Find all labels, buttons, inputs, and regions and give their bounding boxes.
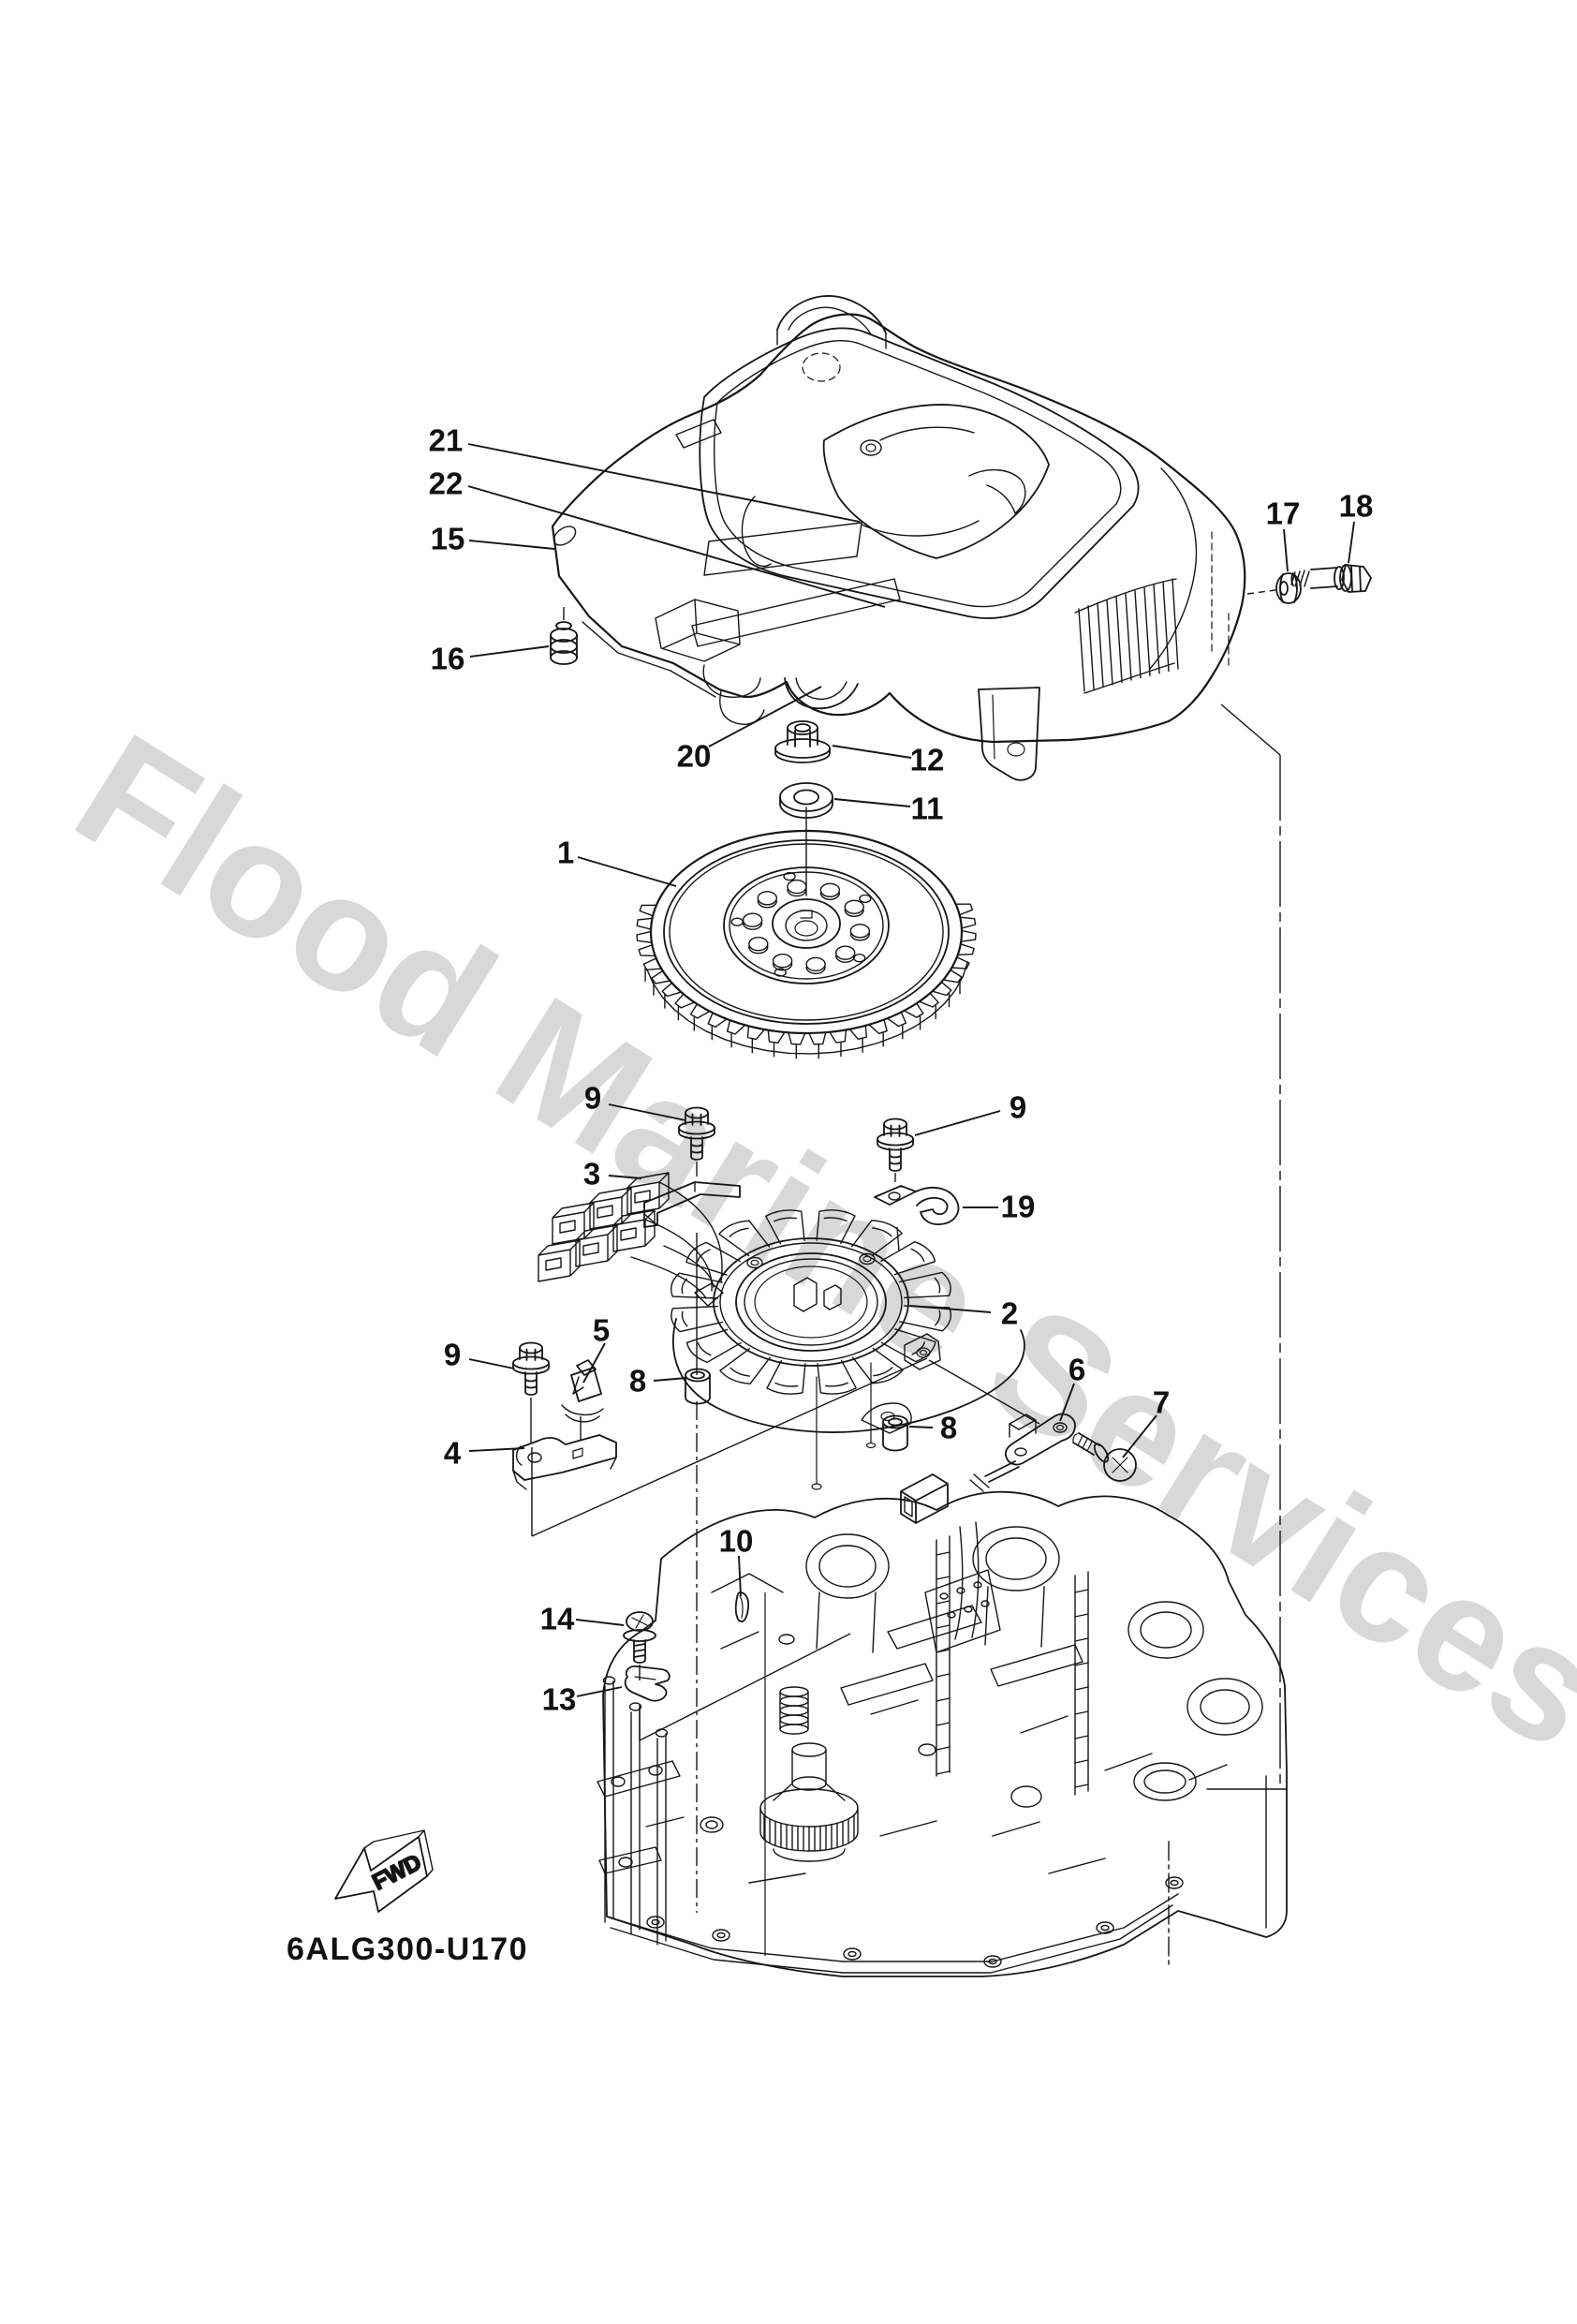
clamp-part-19 bbox=[874, 1185, 960, 1225]
flange-nut-part-12 bbox=[774, 720, 831, 763]
cover-vent-slots bbox=[1078, 578, 1179, 692]
block-studs bbox=[602, 1676, 669, 1946]
flywheel-rotor-drawing bbox=[636, 807, 977, 1059]
leader-line-4 bbox=[468, 1447, 525, 1452]
leader-line-18 bbox=[1348, 521, 1355, 564]
leader-line-11 bbox=[833, 798, 911, 807]
leader-line-9 bbox=[468, 1358, 515, 1369]
leader-line-5 bbox=[582, 1342, 606, 1384]
callout-17: 17 bbox=[1266, 496, 1301, 531]
screw-part-7 bbox=[1072, 1432, 1137, 1482]
clamp-part-13 bbox=[624, 1665, 671, 1702]
stator-coil-segments bbox=[671, 1209, 951, 1395]
construction-lines bbox=[530, 589, 1281, 1956]
callout-3: 3 bbox=[583, 1157, 600, 1192]
leader-line-21 bbox=[467, 443, 861, 523]
leader-line-13 bbox=[576, 1686, 623, 1697]
callout-12: 12 bbox=[910, 743, 945, 777]
bracket-part-4 bbox=[512, 1434, 617, 1490]
bolt-part-9-left bbox=[512, 1341, 550, 1396]
leader-line-20 bbox=[708, 686, 822, 748]
callout-20: 20 bbox=[677, 739, 712, 774]
gear-teeth-hatch bbox=[763, 1814, 855, 1852]
leader-line-9 bbox=[914, 1110, 1001, 1136]
grommet-part-16 bbox=[550, 621, 578, 665]
leader-line-2 bbox=[909, 1305, 992, 1313]
harness-connector-blocks bbox=[538, 1172, 670, 1282]
callout-22: 22 bbox=[429, 466, 464, 501]
leader-line-16 bbox=[469, 645, 550, 658]
callout-10: 10 bbox=[719, 1524, 754, 1559]
callout-8: 8 bbox=[629, 1364, 646, 1399]
leader-line-14 bbox=[575, 1619, 625, 1626]
screw-part-14 bbox=[623, 1611, 656, 1664]
clamp-part-5 bbox=[561, 1359, 604, 1423]
grommet-part-17 bbox=[1275, 572, 1302, 604]
diagram-code: 6ALG300-U170 bbox=[287, 1932, 528, 1967]
callout-9: 9 bbox=[584, 1081, 601, 1116]
leader-line-8 bbox=[908, 1426, 934, 1428]
leader-line-12 bbox=[832, 745, 912, 759]
callout-5: 5 bbox=[593, 1313, 610, 1348]
leader-line-9 bbox=[608, 1103, 686, 1121]
clamp-part-3 bbox=[643, 1181, 741, 1228]
callout-14: 14 bbox=[540, 1602, 575, 1636]
callout-8: 8 bbox=[940, 1411, 957, 1445]
leader-line-10 bbox=[738, 1555, 742, 1597]
leader-line-6 bbox=[1059, 1383, 1075, 1422]
callout-2: 2 bbox=[1001, 1296, 1018, 1331]
bolt-part-18 bbox=[1290, 564, 1372, 593]
leader-lines bbox=[467, 443, 1355, 1697]
stator-coil-drawing bbox=[538, 1172, 1025, 1490]
fwd-label: FWD bbox=[369, 1850, 426, 1896]
leader-line-1 bbox=[577, 856, 677, 887]
callout-9: 9 bbox=[444, 1338, 461, 1372]
leader-line-7 bbox=[1122, 1414, 1157, 1458]
callout-18: 18 bbox=[1339, 489, 1374, 524]
leader-line-17 bbox=[1283, 528, 1289, 572]
callout-4: 4 bbox=[444, 1436, 462, 1471]
callout-13: 13 bbox=[542, 1682, 577, 1717]
leader-line-15 bbox=[468, 540, 555, 550]
chain-channel-rungs bbox=[936, 1551, 1089, 1788]
cover-hardware-drawing bbox=[550, 564, 1372, 819]
flywheel-ring-gear-teeth bbox=[636, 903, 977, 1059]
pin-part-10 bbox=[734, 1591, 750, 1622]
fwd-direction-arrow: FWD bbox=[334, 1829, 434, 1913]
engine-top-cover-drawing bbox=[551, 295, 1246, 781]
engine-block-drawing bbox=[597, 1490, 1288, 1977]
callout-15: 15 bbox=[431, 522, 465, 556]
leader-line-22 bbox=[467, 485, 886, 608]
callout-16: 16 bbox=[431, 642, 465, 676]
callout-7: 7 bbox=[1153, 1385, 1170, 1420]
callout-6: 6 bbox=[1069, 1353, 1085, 1387]
leader-line-8 bbox=[653, 1377, 687, 1382]
callout-9: 9 bbox=[1010, 1090, 1026, 1125]
callout-19: 19 bbox=[1001, 1190, 1036, 1224]
leader-line-3 bbox=[608, 1175, 642, 1179]
callout-1: 1 bbox=[557, 836, 574, 870]
flywheel-bolt-bosses bbox=[730, 871, 872, 977]
callout-11: 11 bbox=[911, 792, 944, 826]
small-parts-drawing bbox=[512, 1106, 1137, 1702]
callout-21: 21 bbox=[429, 423, 464, 458]
